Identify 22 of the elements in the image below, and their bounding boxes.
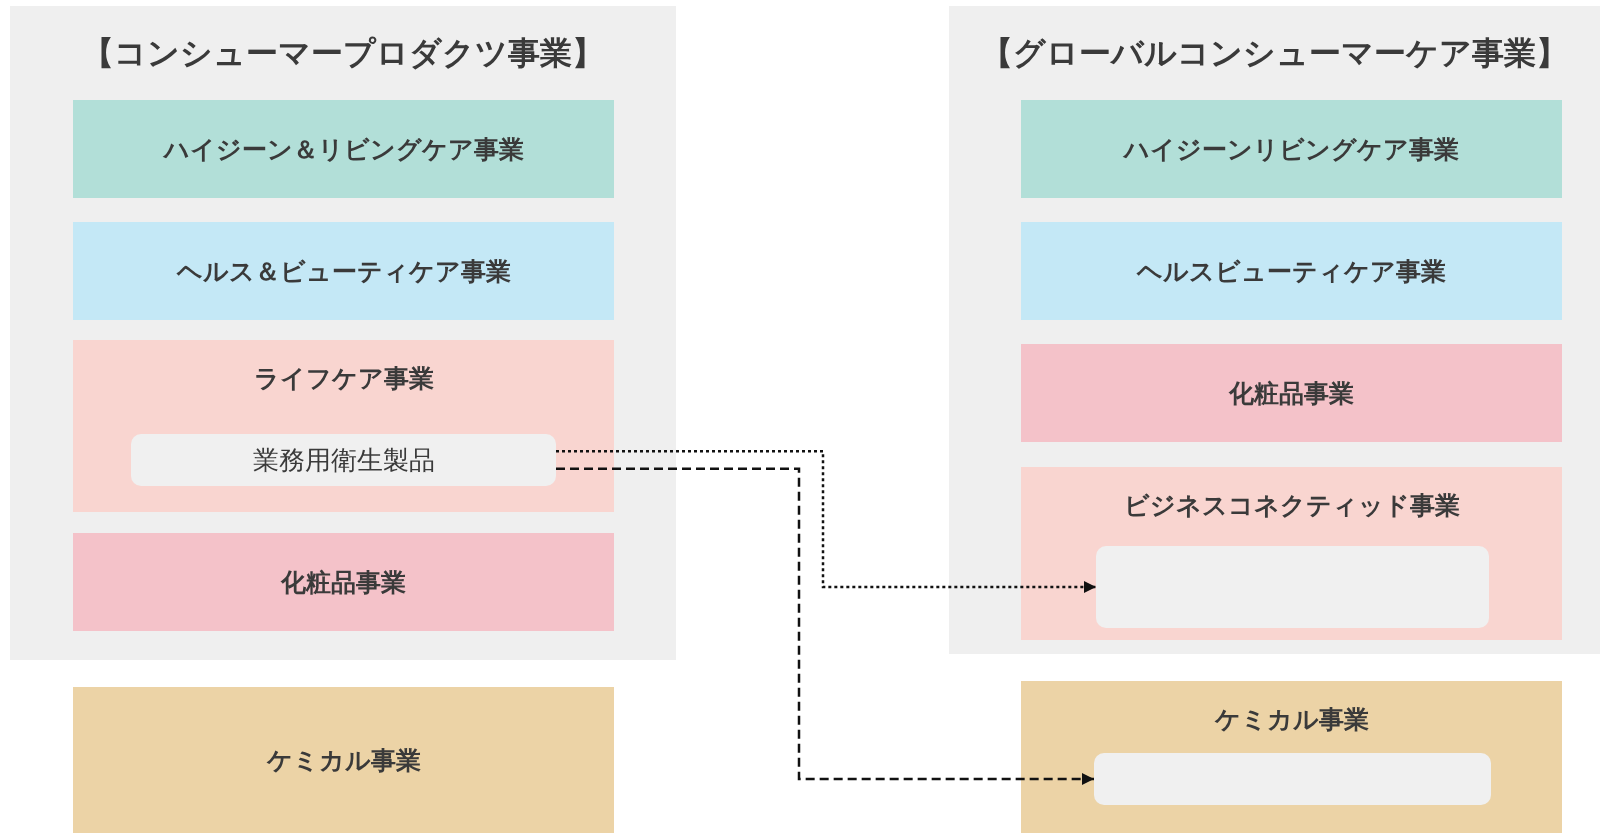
group-title: ケミカル事業 <box>1213 704 1370 736</box>
empty-box <box>1096 546 1489 628</box>
segment-box: ハイジーンリビングケア事業 <box>1021 100 1562 198</box>
segment-box: ハイジーン＆リビングケア事業 <box>73 100 614 198</box>
dashed-arrow <box>556 467 1094 786</box>
group-title: ライフケア事業 <box>252 363 435 395</box>
segment-box: 化粧品事業 <box>1021 344 1562 442</box>
item-label-box: 業務用衛生製品 <box>131 434 556 486</box>
group-panel <box>1021 467 1562 640</box>
segment-box: 化粧品事業 <box>73 533 614 631</box>
group-panel <box>1021 681 1562 833</box>
group-panel <box>949 6 1600 654</box>
group-title: ビジネスコネクティッド事業 <box>1122 490 1461 522</box>
group-panel <box>10 6 676 660</box>
dashed-arrow <box>556 450 1096 594</box>
segment-box: ヘルスビューティケア事業 <box>1021 222 1562 320</box>
segment-box: ケミカル事業 <box>73 687 614 833</box>
group-panel <box>73 340 614 512</box>
empty-box <box>1094 753 1491 805</box>
group-title: 【グローバルコンシューマーケア事業】 <box>980 33 1569 74</box>
segment-box: ヘルス＆ビューティケア事業 <box>73 222 614 320</box>
group-title: 【コンシューマープロダクツ事業】 <box>81 33 605 74</box>
